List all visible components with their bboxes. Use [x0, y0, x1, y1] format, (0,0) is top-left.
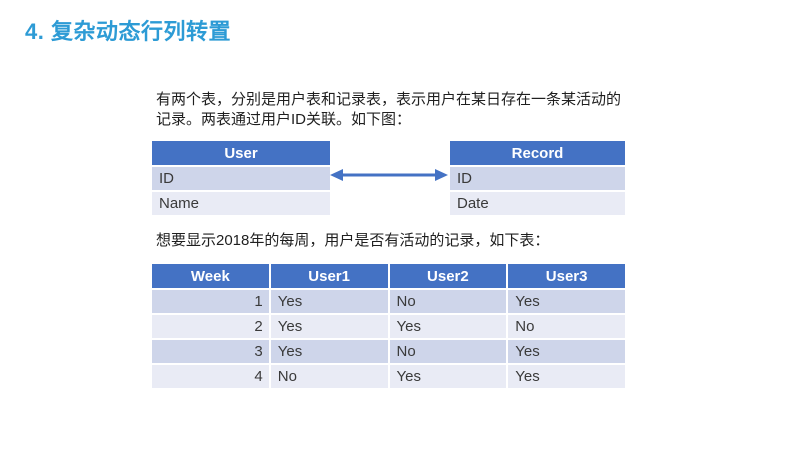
table-cell: Yes [508, 290, 625, 313]
user-table: User ID Name [152, 141, 330, 215]
table-cell: Yes [508, 365, 625, 388]
table-cell: Yes [270, 340, 388, 363]
table-cell: No [270, 365, 388, 388]
table-cell: 2 [152, 315, 269, 338]
table-cell: Yes [389, 365, 507, 388]
table-cell: Yes [270, 290, 388, 313]
table-cell: Yes [389, 315, 507, 338]
table-cell: Yes [270, 315, 388, 338]
relationship-arrow-icon [330, 169, 448, 181]
intro-paragraph: 有两个表，分别是用户表和记录表，表示用户在某日存在一条某活动的记录。两表通过用户… [156, 91, 622, 128]
table-cell: 3 [152, 340, 269, 363]
result-table: Week User1 User2 User3 1 Yes No Yes 2 Ye… [152, 264, 625, 388]
column-header-user3: User3 [508, 264, 625, 288]
table-cell: 4 [152, 365, 269, 388]
table-cell: 1 [152, 290, 269, 313]
column-header-week: Week [152, 264, 269, 288]
table-cell: No [389, 290, 507, 313]
column-header-user1: User1 [270, 264, 388, 288]
record-table-header: Record [450, 141, 625, 165]
column-header-user2: User2 [389, 264, 507, 288]
record-table-field-date: Date [450, 192, 625, 215]
slide-title: 4. 复杂动态行列转置 [25, 19, 231, 44]
user-table-header: User [152, 141, 330, 165]
user-table-field-name: Name [152, 192, 330, 215]
record-table: Record ID Date [450, 141, 625, 215]
user-table-field-id: ID [152, 167, 330, 190]
result-paragraph: 想要显示2018年的每周，用户是否有活动的记录，如下表： [156, 232, 550, 249]
table-cell: No [508, 315, 625, 338]
table-cell: No [389, 340, 507, 363]
table-cell: Yes [508, 340, 625, 363]
record-table-field-id: ID [450, 167, 625, 190]
